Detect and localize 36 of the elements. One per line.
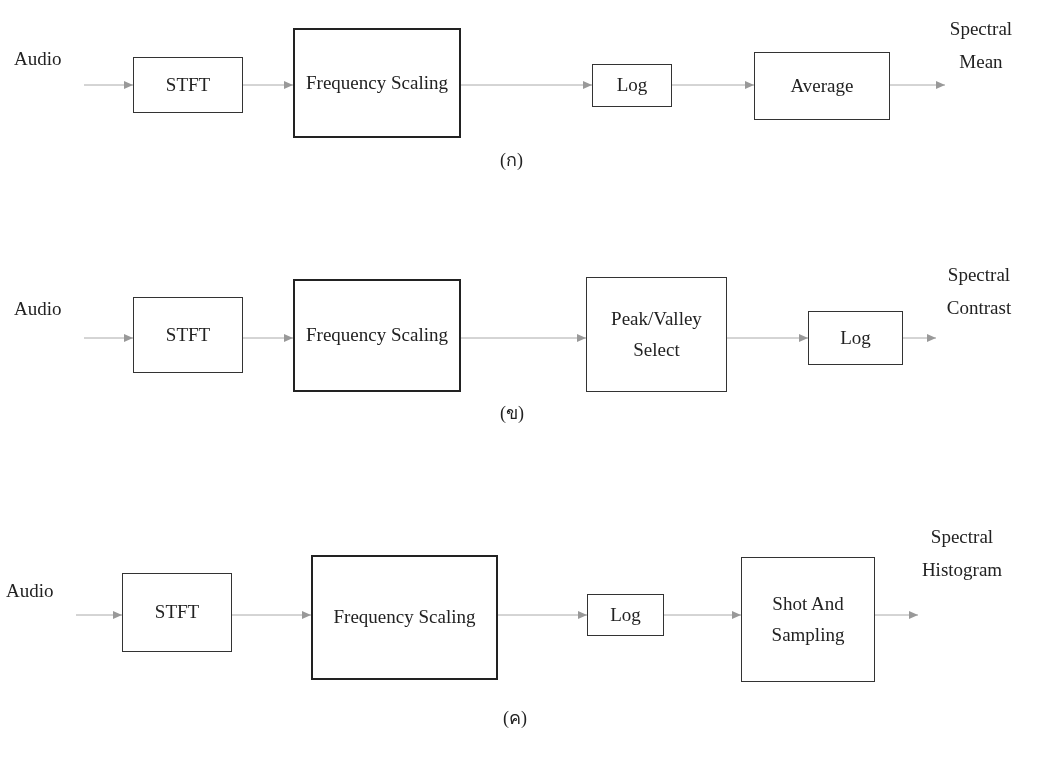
panel-caption: (ก) (500, 149, 523, 172)
panel-caption: (ข) (500, 402, 524, 425)
process-box: Log (587, 594, 664, 636)
arrow (902, 334, 937, 342)
arrow (497, 611, 588, 619)
arrow (460, 81, 593, 89)
arrow (83, 334, 134, 342)
process-box: Log (592, 64, 672, 107)
process-box: STFT (133, 297, 243, 373)
arrow (242, 334, 294, 342)
arrow (671, 81, 755, 89)
process-box: Log (808, 311, 903, 365)
panel-caption: (ค) (503, 707, 527, 730)
input-label: Audio (14, 42, 84, 90)
arrow (83, 81, 134, 89)
process-box: STFT (122, 573, 232, 652)
arrow (75, 611, 123, 619)
process-box: Frequency Scaling (311, 555, 498, 680)
input-label: Audio (14, 292, 84, 344)
process-box: Peak/Valley Select (586, 277, 727, 392)
input-label: Audio (6, 574, 76, 620)
process-box: Frequency Scaling (293, 279, 461, 392)
output-label: Spectral Mean (945, 12, 1017, 92)
arrow (242, 81, 294, 89)
arrow (889, 81, 946, 89)
process-box: Frequency Scaling (293, 28, 461, 138)
arrow (460, 334, 587, 342)
arrow (874, 611, 919, 619)
arrow (726, 334, 809, 342)
process-box: Shot And Sampling (741, 557, 875, 682)
output-label: Spectral Histogram (918, 520, 1006, 620)
arrow (663, 611, 742, 619)
output-label: Spectral Contrast (936, 258, 1022, 344)
process-box: STFT (133, 57, 243, 113)
process-box: Average (754, 52, 890, 120)
arrow (231, 611, 312, 619)
